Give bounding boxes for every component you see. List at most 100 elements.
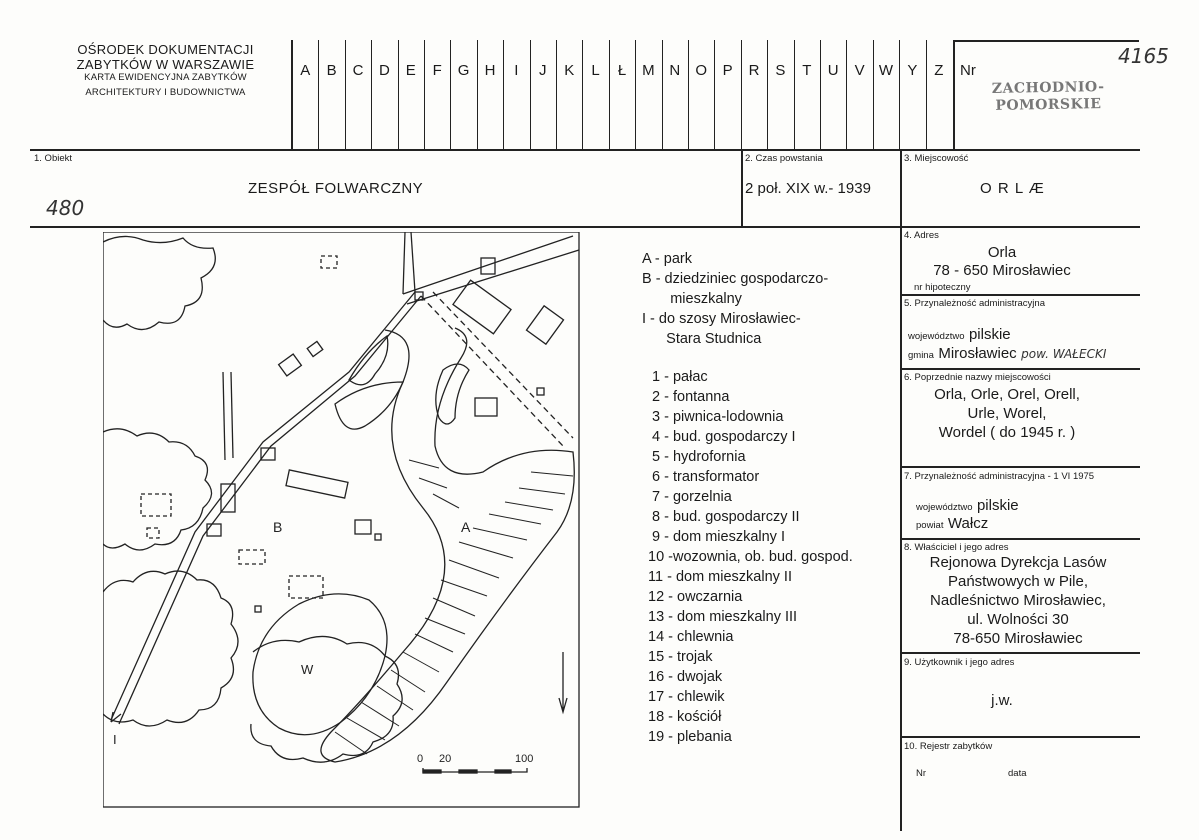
entrance-marker-2 [230,371,234,459]
garden-patch-3 [435,363,470,425]
legend-building-entry: 2 - fontanna [648,389,730,405]
index-letter-divider [846,40,848,150]
building-13b [354,519,372,535]
scale-label-20: 20 [439,753,451,765]
wojewodztwo-prefix: województwo [908,331,965,342]
col-rule-right [900,149,902,831]
region-stamp: ZACHODNIO- POMORSKIE [992,79,1105,115]
tree-cluster-north [103,235,216,331]
wlasciciel-label: 8. Właściciel i jego adres [904,542,1009,553]
index-letter-divider [397,40,399,150]
dashed-track-2 [432,291,574,439]
building-14 [320,255,338,269]
wojewodztwo-row: województwo pilskie [908,326,1011,344]
index-letter-22: V [854,62,865,79]
wojewodztwo-1975-prefix: województwo [916,502,973,513]
org-card-type: KARTA EWIDENCYJNA ZABYTKÓW [84,72,247,83]
index-letter-divider [688,40,689,150]
gmina-value: Mirosławiec [938,345,1017,362]
row1-bottom-rule [30,226,1140,228]
index-letter-divider [714,40,716,150]
uzytkownik-label: 9. Użytkownik i jego adres [904,657,1015,668]
index-letter-2: B [326,62,337,79]
nr-box-top-rule [953,40,1139,42]
dashed-track [420,295,564,447]
entrance-marker-1 [222,371,226,461]
rule-adres [900,294,1140,296]
legend-building-entry: 6 - transformator [648,469,760,485]
index-letter-7: G [457,62,470,79]
index-letter-divider [793,40,795,150]
index-letter-divider [582,40,584,150]
index-letter-10: J [539,62,547,79]
building-19 [146,527,160,539]
index-letter-11: K [564,62,575,79]
legend-area-entry: mieszkalny [642,291,742,307]
adres-nr-hipoteczny: nr hipoteczny [914,282,971,293]
adres-label: 4. Adres [904,230,939,241]
nr-label: Nr [960,62,976,79]
col-rule-czas [741,149,743,227]
gmina-handwritten-note: pow. WAŁECKI [1021,347,1107,361]
index-letter-1: A [300,62,311,79]
road-i-left [110,291,416,721]
scale-bar [422,768,528,774]
org-card-category: ARCHITEKTURY I BUDOWNICTWA [85,87,246,98]
wlasciciel-line2: Państwowych w Pile, [947,573,1089,590]
building-row-east [525,304,565,346]
poprzednie-nazwy-line2: Urle, Worel, [967,405,1047,422]
miejscowosc-label: 3. Miejscowość [904,153,969,164]
legend-building-entry: 11 - dom mieszkalny II [648,569,792,585]
nr-box-left-rule [953,40,955,150]
index-letter-3: C [352,62,364,79]
index-letter-18: R [748,62,760,79]
legend-item-list: 1 - pałac 2 - fontanna 3 - piwnica-lodow… [648,367,853,747]
wlasciciel-line3: Nadleśnictwo Mirosławiec, [930,592,1106,609]
map-frame [103,232,580,808]
index-letter-17: P [722,62,733,79]
index-letter-14: M [642,62,655,79]
obiekt-label: 1. Obiekt [34,153,73,164]
wlasciciel-line5: 78-650 Mirosławiec [953,630,1083,647]
index-letter-5: E [405,62,416,79]
tree-cluster-west [103,428,213,551]
road-ne-1 [402,235,574,295]
building-16-row [452,279,512,335]
stamp-line2: POMORSKIE [995,96,1102,114]
org-name-line1: OŚRODEK DOKUMENTACJI [77,42,254,57]
building-10 [220,483,236,513]
rejestr-data: data [1008,768,1027,779]
index-letter-divider [344,40,346,150]
index-letter-divider [424,40,425,150]
przynaleznosc-label: 5. Przynależność administracyjna [904,298,1045,309]
index-letter-12: L [591,62,600,79]
adres-line1: Orla [987,244,1017,261]
index-letter-21: U [827,62,839,79]
pond-w [252,593,388,736]
wojewodztwo-value: pilskie [968,326,1011,343]
index-letter-divider [503,40,505,150]
scale-label-0: 0 [417,753,423,765]
legend-building-entry: 3 - piwnica-lodownia [648,409,784,425]
legend-building-entry: 5 - hydrofornia [648,449,746,465]
uzytkownik-value: j.w. [991,692,1013,709]
rejestr-nr: Nr [916,768,927,779]
org-name-line2: ZABYTKÓW W WARSZAWIE [76,57,255,72]
legend-area-entry: A - park [642,251,692,267]
poprzednie-nazwy-label: 6. Poprzednie nazwy miejscowości [904,372,1051,383]
rule-przynaleznosc-1975 [900,538,1140,540]
building-palace-1 [474,397,498,417]
garden-patch-1 [348,334,389,386]
building-15 [277,353,303,377]
legend-building-entry: 13 - dom mieszkalny III [648,609,798,625]
building-3 [536,387,545,396]
road-i-right [118,295,422,725]
index-letter-23: W [878,62,894,79]
building-5 [374,533,382,541]
index-letter-25: Z [934,62,944,79]
legend-building-entry: 1 - pałac [648,369,708,385]
index-letter-divider [635,40,637,150]
powiat-value: Wałcz [947,515,989,532]
legend-building-entry: 9 - dom mieszkalny I [648,529,785,545]
road-north-2 [410,232,416,293]
